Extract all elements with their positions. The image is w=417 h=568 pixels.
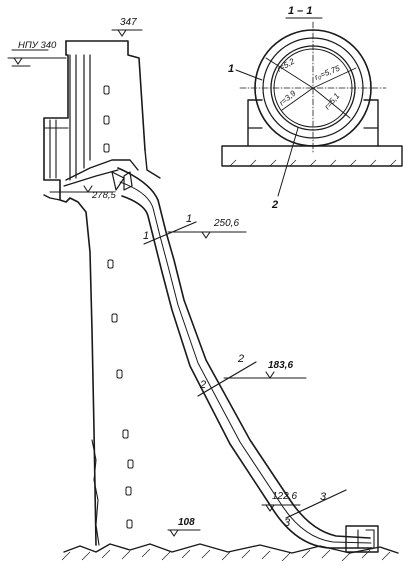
section-3-marker: 3 3 122,6 — [261, 489, 347, 529]
detail-callout-2: 2 — [271, 199, 278, 211]
section-1-marker: 1 1 250,6 — [143, 213, 247, 245]
elevation-crest-marker: 347 — [111, 17, 143, 37]
detail-radius-3: r=3,9 — [278, 88, 298, 107]
section-1-mark-left: 1 — [143, 230, 149, 242]
elevation-base-label: 108 — [178, 517, 195, 528]
section-2-marker: 2 2 183,6 — [197, 353, 307, 397]
elevation-section1-label: 250,6 — [213, 218, 239, 229]
elevation-base-marker: 108 — [167, 517, 201, 537]
elevation-npu-marker: НПУ 340 — [7, 40, 67, 67]
detail-radius-2: r₀=5,75 — [313, 63, 341, 81]
detail-callout-1: 1 — [228, 63, 234, 75]
penstock — [117, 167, 379, 553]
detail-section-1-1: 1 – 1 r=5,2 r₀=5,75 r=3,9 r=5,1 1 2 — [221, 5, 403, 211]
foundation-ground — [43, 194, 399, 562]
section-2-mark-right: 2 — [237, 353, 244, 365]
elevation-section3-label: 122,6 — [272, 491, 297, 502]
dam-body — [43, 40, 161, 546]
gallery-openings — [103, 85, 134, 529]
section-3-mark-right: 3 — [320, 491, 327, 503]
elevation-section2-label: 183,6 — [268, 360, 293, 371]
elevation-intake-label: 278,5 — [91, 190, 116, 201]
detail-title: 1 – 1 — [288, 5, 312, 17]
elevation-crest-label: 347 — [120, 17, 137, 28]
section-3-mark-left: 3 — [284, 517, 291, 529]
section-1-mark-right: 1 — [186, 213, 192, 225]
elevation-intake-marker: 278,5 — [49, 185, 116, 201]
section-2-mark-left: 2 — [199, 379, 206, 391]
elevation-npu-label: НПУ 340 — [18, 40, 57, 51]
